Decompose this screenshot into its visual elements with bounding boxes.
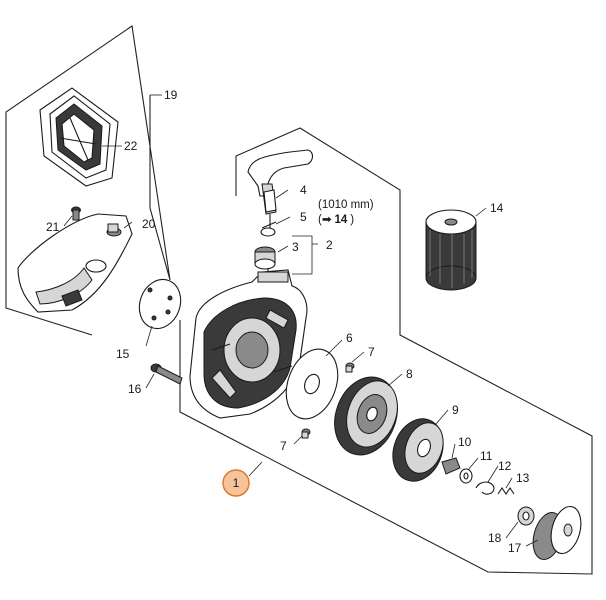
callout-15: 15 — [116, 347, 130, 361]
rope-ref-line: (➡14) — [318, 214, 354, 226]
callout-14: 14 — [490, 201, 504, 215]
part-8-spring-housing — [334, 376, 398, 456]
callout-19: 19 — [164, 88, 178, 102]
part-5-rope-clip — [260, 221, 277, 237]
rope-length-note: (1010 mm) (➡14) — [318, 199, 374, 226]
callout-2: 2 — [326, 238, 333, 252]
callout-22: 22 — [124, 139, 138, 153]
part-14-rope-spool — [425, 209, 477, 291]
arrow-right-icon: ➡ — [322, 214, 332, 226]
callout-1-highlight[interactable]: 1 — [222, 461, 263, 497]
callout-21: 21 — [46, 220, 60, 234]
frame-assembly-19 — [5, 25, 171, 336]
callout-7-upper: 7 — [368, 345, 375, 359]
callout-18: 18 — [488, 531, 502, 545]
part-10-pawl — [441, 457, 461, 475]
fan-housing — [189, 269, 308, 419]
callout-12: 12 — [498, 459, 512, 473]
callout-11: 11 — [480, 449, 493, 463]
part-21-screw — [71, 206, 81, 221]
callout-6: 6 — [346, 331, 353, 345]
part-7-screw-upper — [345, 362, 355, 373]
callout-1: 1 — [233, 476, 240, 490]
callout-5: 5 — [300, 210, 307, 224]
rope-ref-open: ( — [318, 214, 322, 226]
callout-7-lower: 7 — [280, 439, 287, 453]
part-20-screw — [106, 223, 122, 237]
callout-8: 8 — [406, 367, 413, 381]
rope-length-text: (1010 mm) — [318, 199, 374, 211]
callout-16: 16 — [128, 382, 142, 396]
highlight-circle — [222, 469, 250, 497]
frame-assembly-1 — [179, 127, 593, 575]
part-15-gasket — [138, 278, 182, 330]
callout-labels: 19 22 21 20 15 16 4 5 3 2 6 7 8 9 10 11 … — [46, 88, 530, 555]
part-20-cover — [17, 213, 133, 313]
callout-13: 13 — [516, 471, 530, 485]
part-12-spring-clip — [475, 481, 495, 495]
part-18-nut — [517, 506, 535, 526]
rope-ref-number: 14 — [334, 214, 347, 226]
callout-17: 17 — [508, 541, 522, 555]
part-4-starter-grip — [247, 149, 314, 232]
part-3-bushing — [254, 246, 276, 270]
rope-ref-close: ) — [350, 214, 354, 226]
part-7-screw-lower — [301, 428, 311, 439]
part-13-spring — [497, 487, 515, 495]
callout-9: 9 — [452, 403, 459, 417]
part-16-bolt — [150, 363, 183, 385]
callout-4: 4 — [300, 183, 307, 197]
leader-lines — [63, 145, 539, 547]
callout-10: 10 — [458, 435, 472, 449]
callout-20: 20 — [142, 217, 156, 231]
part-6-washer — [285, 348, 339, 420]
part-22-filter-element — [39, 87, 119, 187]
part-9-rope-rotor — [392, 418, 444, 482]
part-11-washer — [459, 468, 473, 484]
callout-3: 3 — [292, 240, 299, 254]
part-17-cup — [532, 505, 582, 560]
